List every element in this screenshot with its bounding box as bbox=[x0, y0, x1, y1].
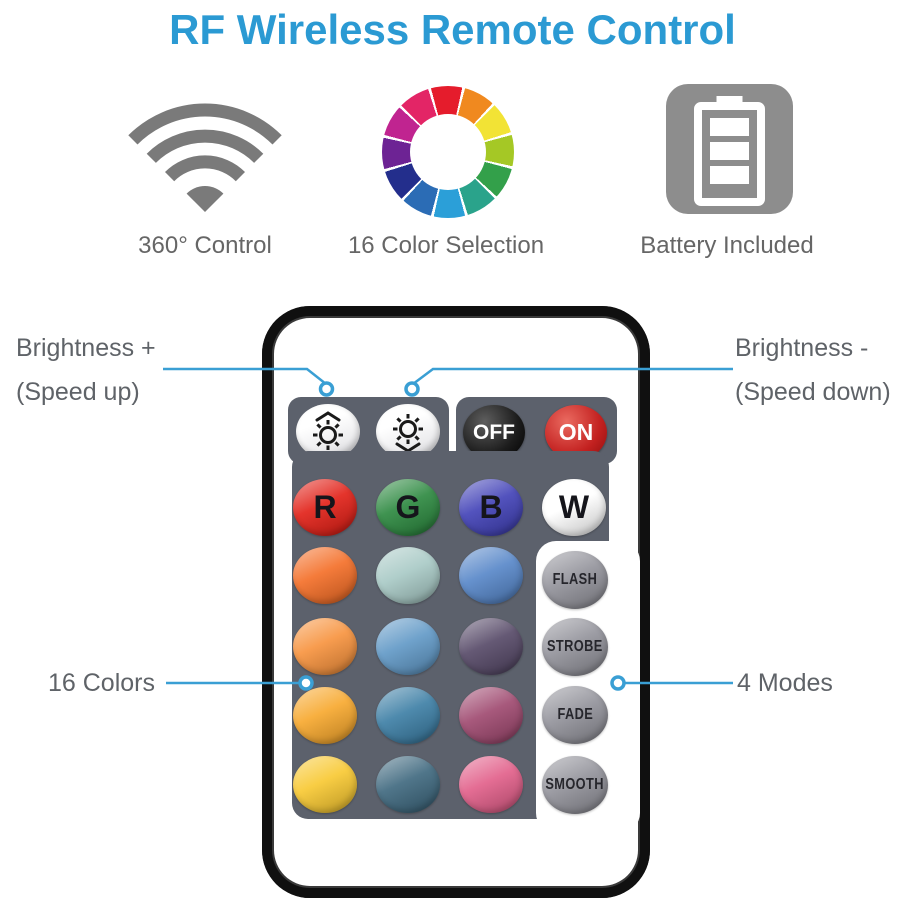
red-button-label: R bbox=[313, 489, 337, 525]
color-button-r5c2 bbox=[376, 756, 440, 813]
on-button: ON bbox=[545, 405, 607, 460]
color-button-r5c1 bbox=[293, 756, 357, 813]
remote-control: OFF ON R G B W FLASH STROBE FADE bbox=[262, 306, 650, 898]
color-button-r3c3 bbox=[459, 618, 523, 675]
brightness-up-label-line1: Brightness + bbox=[16, 334, 156, 362]
off-button: OFF bbox=[463, 405, 525, 460]
color-button-r3c2 bbox=[376, 618, 440, 675]
color-button-r4c2 bbox=[376, 687, 440, 744]
red-button: R bbox=[293, 479, 357, 536]
white-button: W bbox=[542, 479, 606, 536]
green-button-label: G bbox=[395, 489, 421, 525]
brightness-up-icon bbox=[313, 410, 343, 450]
page-title: RF Wireless Remote Control bbox=[169, 6, 736, 53]
four-modes-label: 4 Modes bbox=[737, 669, 833, 697]
brightness-up-label-line2: (Speed up) bbox=[16, 378, 140, 406]
color-button-r3c1 bbox=[293, 618, 357, 675]
wifi-caption: 360° Control bbox=[138, 232, 272, 259]
off-button-label: OFF bbox=[473, 420, 515, 444]
brightness-down-label-line2: (Speed down) bbox=[735, 378, 891, 406]
mode-button-flash: FLASH bbox=[542, 551, 608, 609]
on-button-label: ON bbox=[558, 419, 594, 445]
brightness-up-label: Brightness + (Speed up) bbox=[16, 326, 156, 414]
brightness-down-icon bbox=[393, 413, 423, 453]
color-button-r4c1 bbox=[293, 687, 357, 744]
battery-caption: Battery Included bbox=[640, 232, 814, 259]
white-button-label: W bbox=[558, 489, 590, 525]
mode-button-strobe: STROBE bbox=[542, 618, 608, 676]
brightness-down-button bbox=[376, 404, 440, 459]
blue-button: B bbox=[459, 479, 523, 536]
color-button-r4c3 bbox=[459, 687, 523, 744]
blue-button-label: B bbox=[479, 489, 503, 525]
brightness-down-label-line1: Brightness - bbox=[735, 334, 869, 362]
color-button-r2c3 bbox=[459, 547, 523, 604]
color-wheel-center bbox=[410, 114, 486, 190]
color-button-r2c1 bbox=[293, 547, 357, 604]
smooth-label: SMOOTH bbox=[545, 776, 605, 793]
mode-button-fade: FADE bbox=[542, 686, 608, 744]
sixteen-colors-label: 16 Colors bbox=[48, 669, 155, 697]
mode-button-smooth: SMOOTH bbox=[542, 756, 608, 814]
green-button: G bbox=[376, 479, 440, 536]
color-button-r5c3 bbox=[459, 756, 523, 813]
brightness-down-label: Brightness - (Speed down) bbox=[735, 326, 891, 414]
fade-label: FADE bbox=[557, 706, 593, 723]
strobe-label: STROBE bbox=[547, 638, 603, 655]
battery-icon bbox=[666, 84, 793, 214]
flash-label: FLASH bbox=[552, 571, 598, 588]
color-button-r2c2 bbox=[376, 547, 440, 604]
brightness-up-button bbox=[296, 404, 360, 459]
wifi-icon bbox=[128, 103, 282, 212]
color-wheel-icon bbox=[382, 86, 514, 218]
color-wheel-caption: 16 Color Selection bbox=[347, 232, 545, 259]
